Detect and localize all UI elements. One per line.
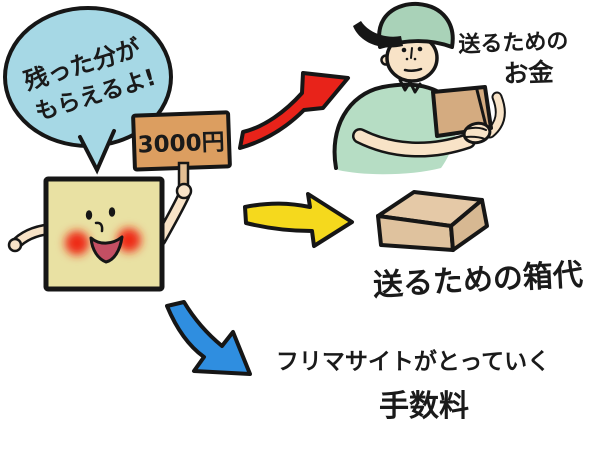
speech-bubble-tail — [78, 129, 116, 175]
delivery-person-fingers — [464, 126, 487, 140]
character-mouth — [89, 235, 124, 264]
shipping-money-label: 送るための お金 — [458, 28, 569, 89]
fee-label: フリマサイトがとっていく 手数料 — [276, 348, 550, 424]
red-arrow — [238, 71, 350, 150]
character-right-hand — [175, 182, 193, 200]
delivery-person-near-arm — [354, 130, 474, 156]
character-nose — [94, 221, 104, 233]
cap-brim — [353, 21, 403, 48]
held-parcel-crease — [475, 88, 488, 128]
cardboard-box-side — [449, 198, 489, 252]
shirt-collar-w — [398, 78, 422, 94]
delivery-person-eye-right — [417, 46, 423, 52]
delivery-person-mouth — [403, 67, 423, 73]
blue-arrow — [165, 300, 252, 376]
box-character: 3000円 — [7, 110, 232, 292]
box-cost-label: 送るための箱代 — [372, 258, 584, 304]
delivery-person-cap — [377, 1, 455, 49]
delivery-person — [332, 1, 506, 175]
delivery-person-nose — [410, 47, 413, 59]
price-sign: 3000円 — [131, 110, 232, 172]
character-eye-left — [85, 210, 93, 220]
cardboard-box — [376, 190, 489, 252]
delivery-person-eye-left — [401, 47, 407, 53]
fee-line1: フリマサイトがとっていく — [276, 348, 550, 375]
character-eye-right — [108, 207, 116, 217]
character-body — [43, 176, 165, 292]
character-left-hand — [7, 237, 23, 253]
character-blush-right — [117, 228, 141, 252]
delivery-person-far-arm — [486, 93, 504, 137]
delivery-person-nostril-left — [405, 57, 409, 61]
speech-bubble: 残った分が もらえるよ! — [3, 6, 173, 175]
fee-line2: 手数料 — [379, 389, 469, 424]
delivery-person-nostril-right — [413, 57, 417, 61]
yellow-arrow — [243, 192, 354, 248]
shipping-money-line2: お金 — [503, 58, 555, 89]
character-blush-left — [65, 231, 89, 255]
shipping-money-line1: 送るための — [458, 28, 569, 58]
price-sign-label: 3000円 — [137, 129, 225, 158]
